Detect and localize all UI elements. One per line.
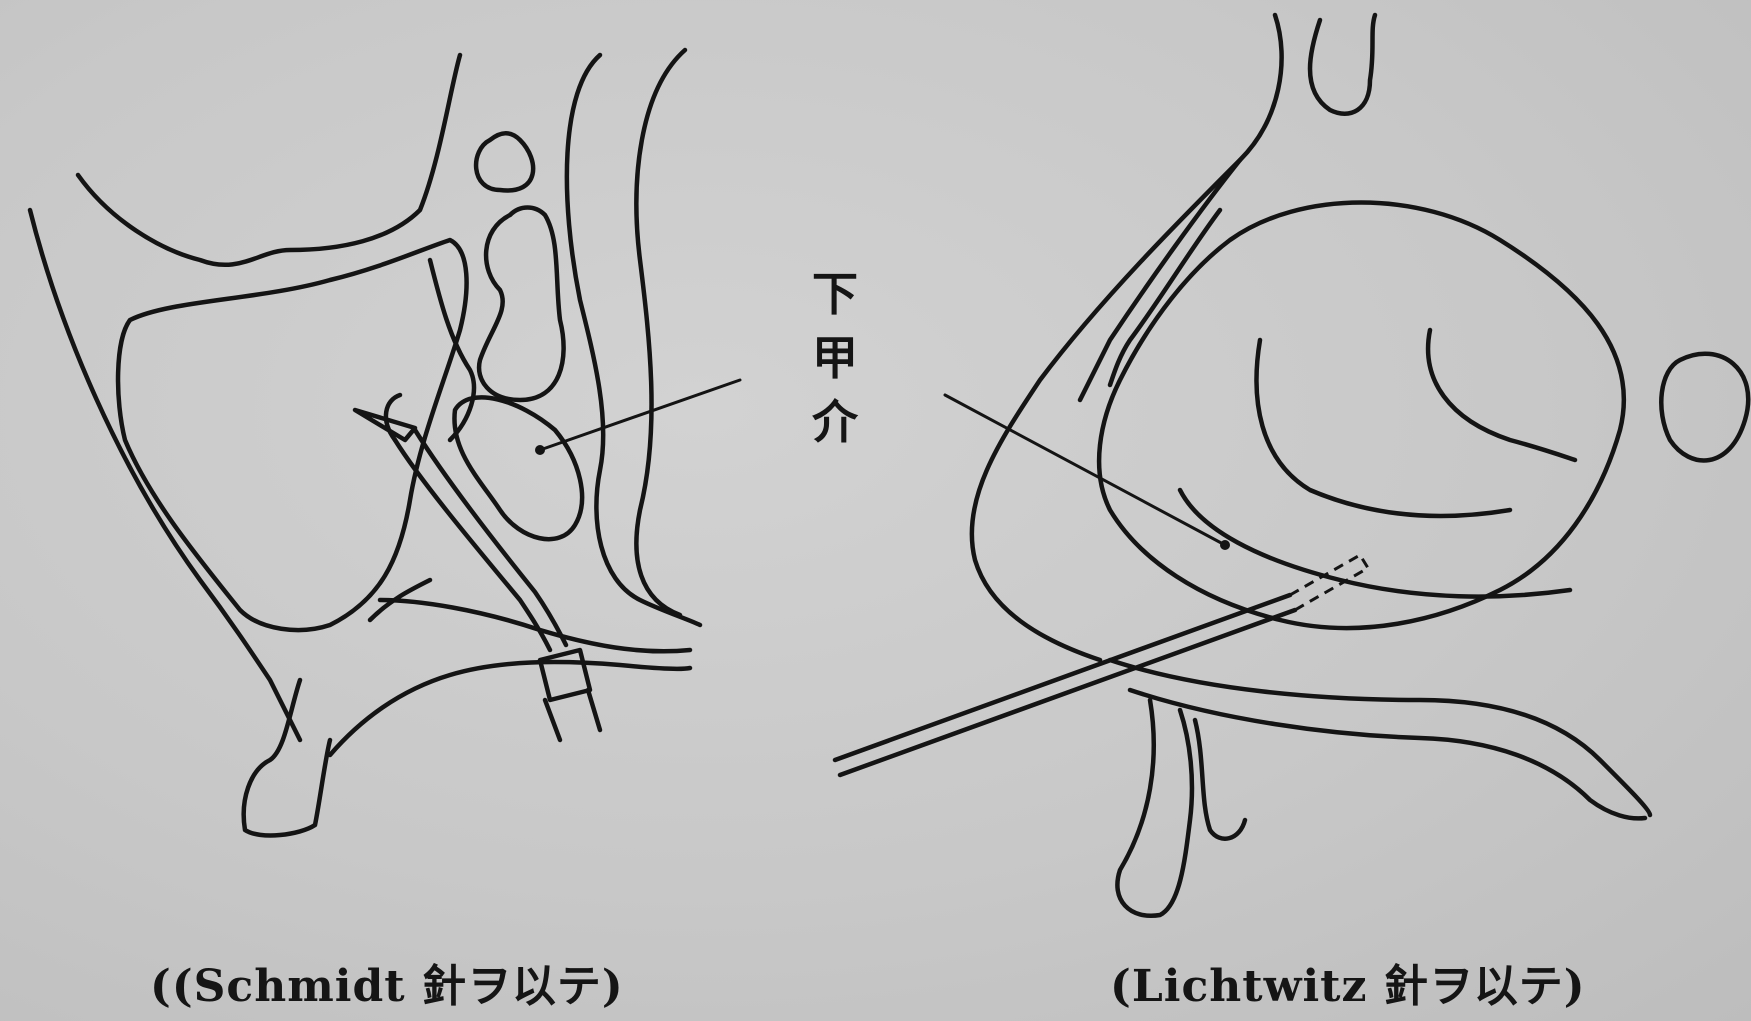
right-nose-profile <box>972 15 1282 660</box>
lichtwitz-needle-upper <box>835 595 1290 760</box>
lichtwitz-caption: (Lichtwitz 針ヲ以テ) <box>1110 950 1586 1014</box>
right-pointer-dot <box>1220 540 1230 550</box>
left-pointer-dot <box>535 445 545 455</box>
left-outer-contour <box>30 210 300 740</box>
left-pointer-line <box>540 380 740 450</box>
schmidt-caption: ((Schmidt 針ヲ以テ) <box>150 950 624 1014</box>
label-char-1: 下 <box>812 262 858 326</box>
label-char-3: 介 <box>812 390 858 454</box>
right-superior-turbinate <box>1428 330 1575 460</box>
right-inferior-turbinate <box>1180 490 1570 597</box>
lichtwitz-figure <box>835 15 1748 916</box>
label-char-2: 甲 <box>812 326 858 390</box>
left-middle-turbinate <box>476 133 533 190</box>
left-septum-outer <box>567 55 700 625</box>
schmidt-figure <box>30 50 740 835</box>
left-sinus-outline <box>118 240 467 630</box>
left-inferior-turbinate <box>454 397 582 539</box>
inferior-turbinate-label: 下 甲 介 <box>800 262 870 454</box>
left-tooth <box>244 680 330 835</box>
right-cavity-outline <box>1099 203 1624 629</box>
right-middle-turbinate <box>1257 340 1510 516</box>
right-descending-structure <box>1117 700 1192 916</box>
left-palate-lower <box>330 662 690 755</box>
right-ear-loop <box>1661 354 1748 461</box>
right-small-flap <box>1195 720 1245 839</box>
left-upper-contour <box>78 55 460 265</box>
right-nasal-inner <box>1080 160 1240 400</box>
lichtwitz-needle-lower <box>840 610 1295 775</box>
left-inner-loop <box>479 208 564 401</box>
left-septum-inner <box>636 50 685 615</box>
right-palate-lower <box>1130 690 1645 818</box>
right-nasal-bone <box>1310 15 1375 114</box>
